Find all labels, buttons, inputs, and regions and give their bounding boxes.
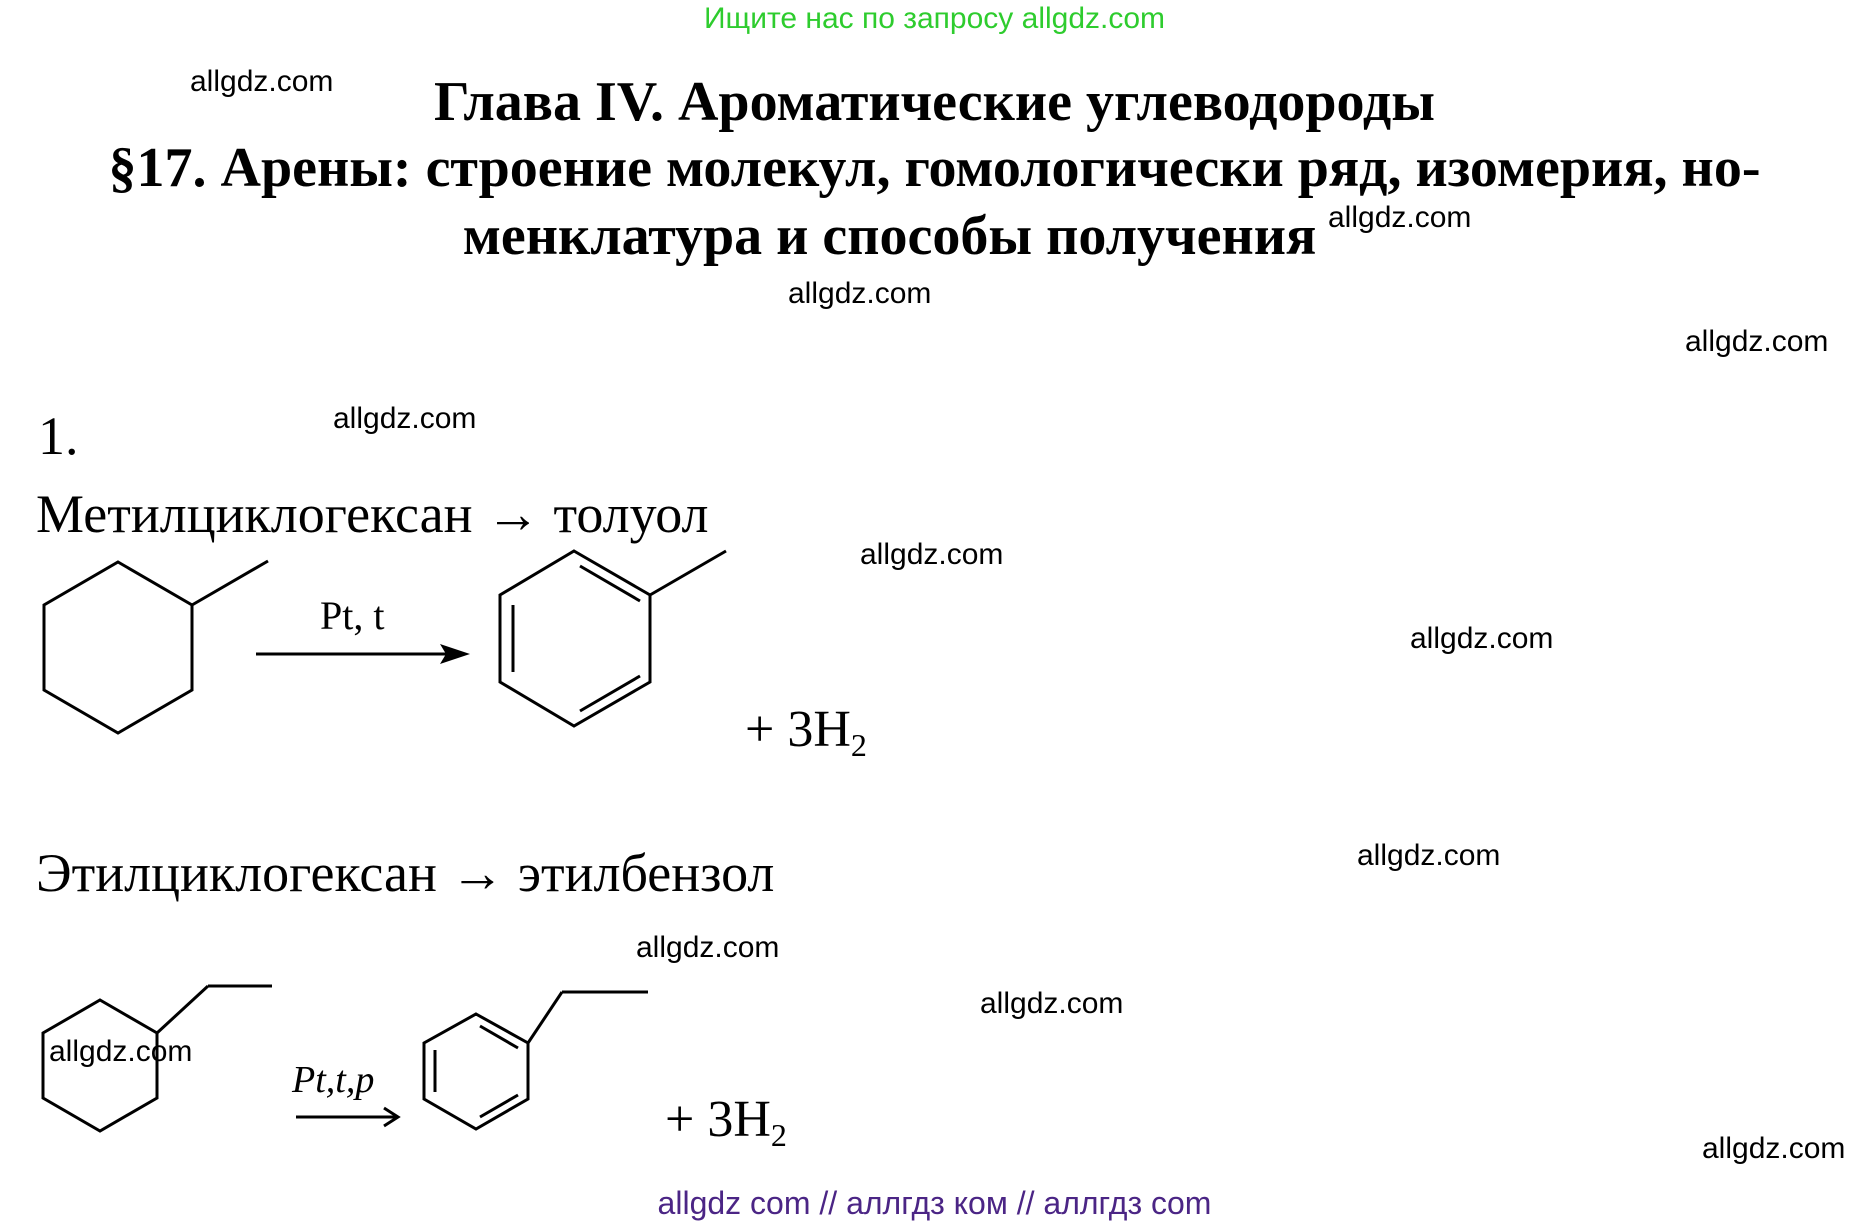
methylcyclohexane-structure <box>42 559 269 735</box>
watermark: allgdz.com <box>860 538 1004 571</box>
section-title-line2: менклатура и способы получения <box>462 205 1317 267</box>
reaction2-byproduct: + 3H2 <box>665 1091 787 1153</box>
reaction1-conditions: Pt, t <box>320 593 385 638</box>
ethylcyclohexane-structure <box>41 984 272 1133</box>
watermark: allgdz.com <box>49 1035 193 1068</box>
section-title-line1: §17. Арены: строение молекул, гомологиче… <box>108 137 1761 199</box>
task-number: 1. <box>38 406 79 466</box>
watermark: allgdz.com <box>980 987 1124 1020</box>
watermark: allgdz.com <box>1685 325 1829 358</box>
watermark: allgdz.com <box>1410 622 1554 655</box>
reaction2-title: Этилциклогексан → этилбензол <box>36 843 775 903</box>
watermark: allgdz.com <box>788 277 932 310</box>
watermark: allgdz.com <box>1702 1132 1846 1165</box>
chapter-title: Глава IV. Ароматические углеводороды <box>434 71 1435 133</box>
watermark: allgdz.com <box>333 402 477 435</box>
reaction1-arrow <box>256 644 470 664</box>
reaction1-byproduct: + 3H2 <box>745 701 867 763</box>
toluene-structure <box>498 549 727 728</box>
watermark: allgdz.com <box>1328 201 1472 234</box>
footer-watermark: allgdz com // аллгдз ком // аллгдз com <box>657 1185 1212 1221</box>
reaction2-arrow <box>296 1106 401 1128</box>
top-banner: Ищите нас по запросу allgdz.com <box>703 2 1166 35</box>
ethylbenzene-structure <box>422 990 648 1131</box>
watermark: allgdz.com <box>636 931 780 964</box>
watermark: allgdz.com <box>190 65 334 98</box>
watermark: allgdz.com <box>1357 839 1501 872</box>
reaction1-title: Метилциклогексан → толуол <box>36 484 709 544</box>
reaction2-conditions: Pt,t,p <box>292 1059 375 1101</box>
